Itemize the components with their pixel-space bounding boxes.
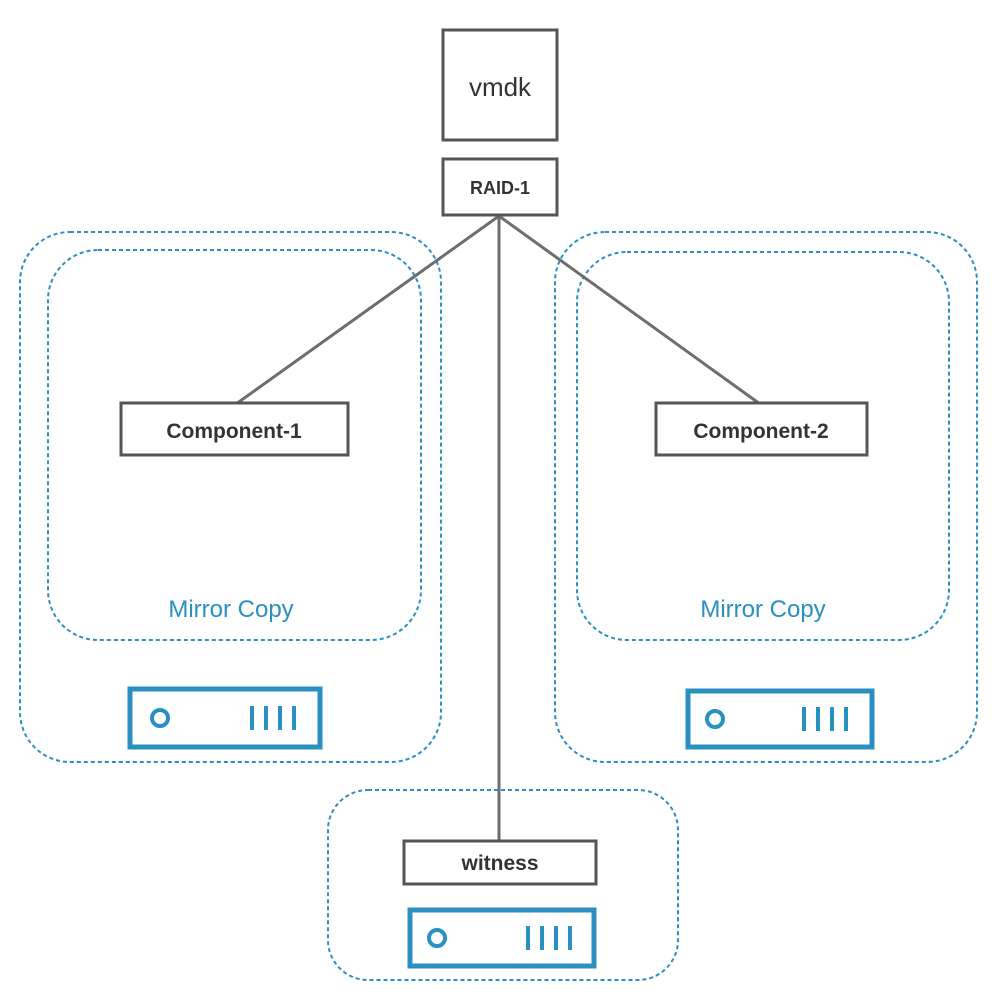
server-icon (407, 907, 597, 969)
vmdk-label: vmdk (469, 72, 532, 102)
witness-node: witness (402, 839, 598, 886)
component-1-label: Component-1 (166, 420, 302, 443)
component-2-node: Component-2 (654, 401, 869, 457)
connectors (235, 214, 761, 843)
component-1-node: Component-1 (119, 401, 350, 457)
server-icon (127, 686, 323, 750)
raid1-label: RAID-1 (470, 178, 530, 198)
mirror-copy-right-boundary (576, 251, 950, 641)
mirror-copy-left-label: Mirror Copy (168, 596, 293, 623)
host-left: Mirror Copy (19, 231, 442, 763)
server-icon (685, 688, 875, 750)
host-right: Mirror Copy (554, 231, 978, 763)
mirror-copy-left-boundary (47, 249, 422, 641)
component-2-label: Component-2 (693, 420, 828, 443)
mirror-copy-right-label: Mirror Copy (700, 596, 825, 623)
host-right-outer-boundary (554, 231, 978, 763)
connector-component-2 (498, 214, 761, 406)
vmdk-node: vmdk (441, 28, 559, 142)
host-witness-boundary (327, 789, 679, 981)
host-left-outer-boundary (19, 231, 442, 763)
raid1-node: RAID-1 (441, 157, 559, 217)
connector-component-1 (235, 214, 500, 406)
host-witness (327, 789, 679, 981)
witness-label: witness (460, 852, 538, 875)
